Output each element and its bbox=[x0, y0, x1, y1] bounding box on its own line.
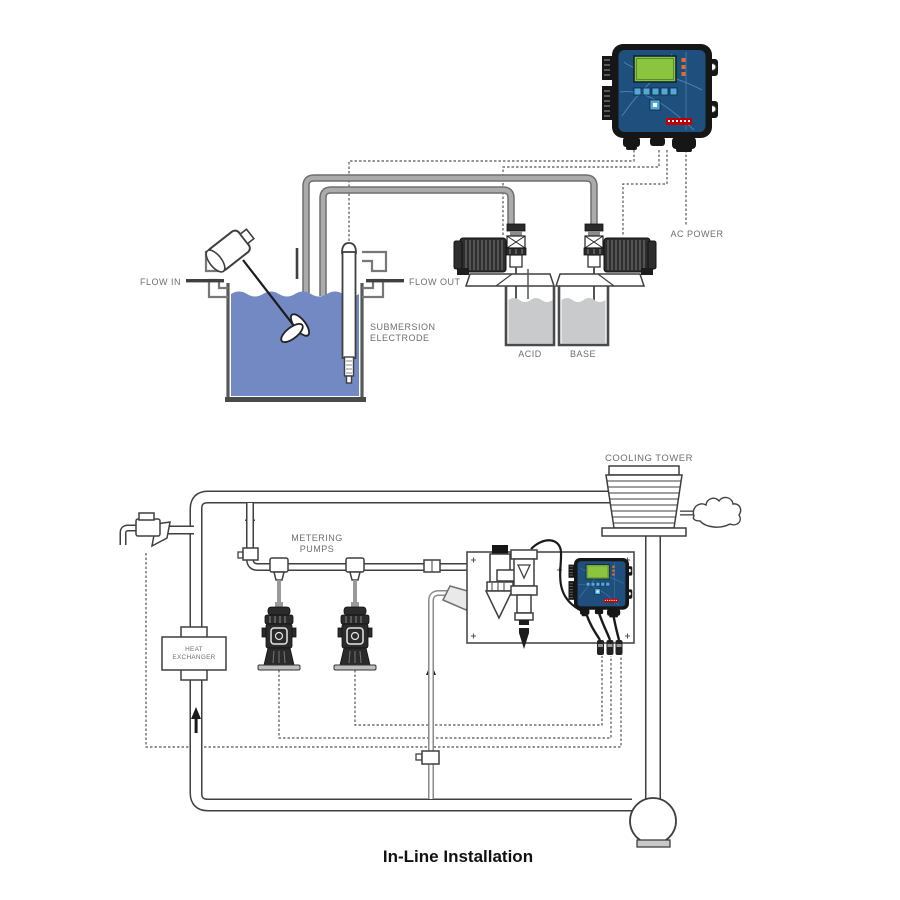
injection-valve-wire bbox=[145, 553, 622, 748]
tower-louvers bbox=[606, 480, 682, 524]
cooling-tower-label: COOLING TOWER bbox=[605, 453, 693, 464]
submersion-installation: AC POWER bbox=[140, 43, 723, 402]
sample-valve[interactable] bbox=[421, 750, 440, 765]
feed-valve[interactable] bbox=[242, 547, 259, 561]
control-wiring bbox=[145, 553, 622, 748]
chemical-discharge-pipes bbox=[302, 174, 598, 296]
reducer bbox=[273, 571, 285, 581]
base-metering-pump bbox=[555, 223, 657, 310]
sensor-cable bbox=[530, 539, 583, 612]
chemical-feed-line bbox=[237, 503, 492, 604]
submersion-electrode-label: SUBMERSION bbox=[370, 322, 436, 332]
metering-pumps-label: METERING bbox=[291, 533, 343, 543]
acid-metering-pump bbox=[453, 223, 555, 310]
controller-cable-bundle bbox=[584, 612, 621, 641]
recirculation-pump bbox=[629, 797, 677, 848]
metering-pumps-label: PUMPS bbox=[300, 544, 335, 554]
flow-out-tick bbox=[366, 279, 404, 283]
base-pump-cable bbox=[622, 150, 668, 236]
reducer bbox=[349, 571, 361, 581]
mixer bbox=[205, 228, 311, 344]
flow-in-label: FLOW IN bbox=[140, 277, 181, 287]
mixer-motor bbox=[205, 228, 256, 273]
heat-exchanger-label: EXCHANGER bbox=[172, 654, 215, 661]
mixer-shaft bbox=[242, 259, 299, 332]
probe bbox=[519, 620, 529, 649]
flow-out-label: FLOW OUT bbox=[409, 277, 461, 287]
heat-exchanger-label: HEAT bbox=[185, 646, 203, 653]
acid-label: ACID bbox=[518, 349, 542, 359]
acid-pump-cable bbox=[502, 150, 660, 236]
acid-container bbox=[504, 269, 556, 347]
tee-fitting bbox=[269, 557, 289, 573]
ph-controller-panel[interactable] bbox=[568, 557, 633, 618]
inline-installation: HEAT EXCHANGER METERING PUMPS bbox=[119, 453, 742, 848]
metering-pump-1 bbox=[257, 601, 301, 671]
flow-cell bbox=[484, 539, 583, 649]
pump2-wire bbox=[354, 656, 603, 726]
submersion-electrode bbox=[341, 242, 357, 384]
propeller-blade bbox=[280, 322, 304, 344]
electrode-cable bbox=[348, 150, 635, 243]
pump1-wire bbox=[278, 656, 612, 739]
metering-pump-2 bbox=[333, 601, 377, 671]
flow-in-tick bbox=[186, 279, 224, 283]
panel-assembly bbox=[466, 539, 635, 655]
injection-valve bbox=[119, 512, 194, 548]
submersion-electrode-label: ELECTRODE bbox=[370, 333, 430, 343]
base-label: BASE bbox=[570, 349, 596, 359]
cable-connectors bbox=[597, 640, 623, 655]
tank-water bbox=[231, 291, 359, 396]
heat-exchanger: HEAT EXCHANGER bbox=[161, 626, 227, 681]
page-title: In-Line Installation bbox=[383, 847, 533, 866]
tank-base bbox=[225, 397, 366, 402]
cooling-tower bbox=[601, 465, 742, 537]
controller-cables bbox=[348, 150, 687, 243]
tee-fitting bbox=[345, 557, 365, 573]
fan-plume bbox=[692, 496, 742, 528]
ac-power-label: AC POWER bbox=[670, 229, 723, 239]
ph-controller[interactable] bbox=[601, 43, 719, 153]
process-tank bbox=[225, 283, 366, 402]
base-container bbox=[557, 286, 610, 347]
